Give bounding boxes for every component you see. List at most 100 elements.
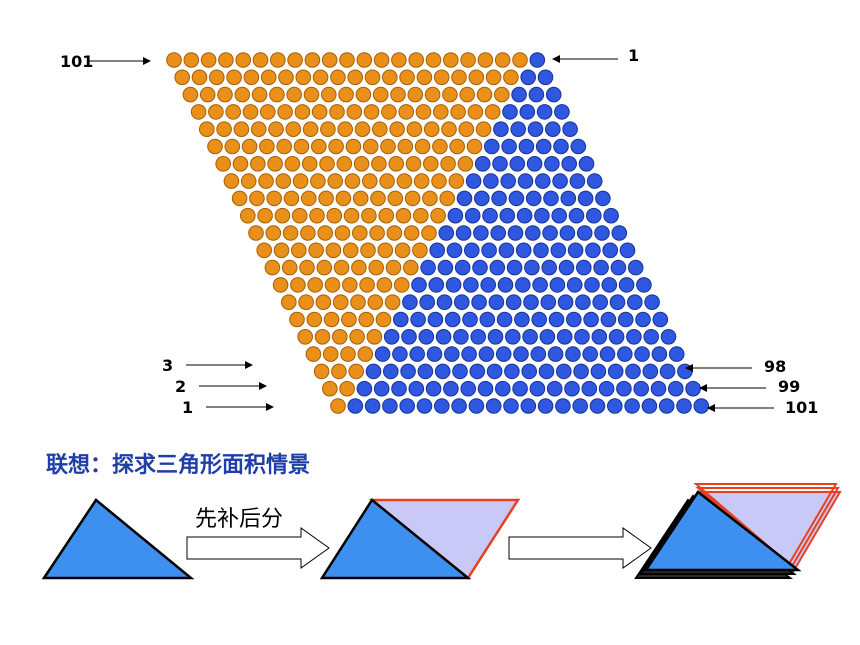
blue-dot [564,380,580,397]
blue-dot [454,259,471,276]
orange-dot [407,86,424,103]
blue-dot [365,363,382,380]
blue-dot [374,346,391,362]
blue-dot [401,329,417,345]
blue-dot [641,398,658,414]
orange-dot [298,294,314,311]
orange-dot [413,173,430,189]
orange-dot [442,86,458,103]
blue-dot [463,277,479,293]
orange-dot [250,121,267,137]
orange-dot [415,104,432,120]
blue-dot [485,398,502,414]
orange-dot [301,190,317,207]
blue-dot [570,138,587,155]
orange-dot [283,190,300,207]
orange-dot [476,86,493,103]
orange-dot [333,259,350,276]
blue-dot [411,277,427,293]
blue-dot [447,207,464,224]
blue-dot [451,398,467,414]
blue-dot [518,138,535,155]
blue-dot [557,294,574,311]
blue-dot [600,311,617,328]
blue-dot [558,259,575,276]
blue-dot [644,294,660,311]
orange-dot [243,69,260,86]
blue-dot [460,380,477,397]
orange-dot [352,190,369,207]
blue-dot [383,363,399,380]
orange-dot [371,156,387,172]
orange-dot [248,225,264,241]
blue-dot [668,346,685,362]
blue-dot [454,294,470,311]
blue-dot [545,86,562,103]
orange-dot [313,363,330,380]
blue-dot [497,277,514,293]
orange-dot [337,121,354,137]
orange-dot [430,207,446,224]
orange-dot [450,104,466,120]
orange-dot [260,69,277,86]
orange-dot [216,121,232,137]
blue-dot [481,242,497,259]
blue-dot [660,329,677,345]
orange-dot [284,156,301,172]
orange-dot [267,156,283,172]
orange-dot [344,173,361,189]
orange-dot [377,242,394,259]
orange-dot [240,173,257,189]
orange-dot [274,207,291,224]
blue-dot [472,259,488,276]
orange-dot [352,225,368,241]
blue-dot [434,398,450,414]
orange-dot [366,329,383,345]
orange-dot [403,225,420,241]
blue-dot [522,329,538,345]
orange-dot [182,86,199,103]
orange-dot [387,190,404,207]
blue-dot [525,225,541,241]
blue-dot [619,242,636,259]
blue-dot [418,329,435,345]
blue-dot [531,311,548,328]
orange-dot [316,259,333,276]
blue-dot [364,398,381,414]
orange-dot [207,138,223,155]
orange-dot [324,277,341,293]
orange-dot [285,121,302,137]
orange-dot [433,69,450,86]
orange-dot [338,86,354,103]
orange-dot [413,207,429,224]
orange-dot [199,121,215,137]
orange-dot [379,173,395,189]
orange-dot [494,86,510,103]
blue-dot [393,311,409,328]
blue-dot [677,363,693,380]
orange-dot [484,104,501,120]
blue-dot [517,173,534,189]
blue-dot [525,190,542,207]
blue-dot [584,277,600,293]
orange-dot [302,121,319,137]
orange-dot [347,69,364,86]
blue-dot [446,242,463,259]
blue-dot [636,277,652,293]
blue-dot [501,138,517,155]
orange-dot [460,52,476,68]
blue-dot [555,398,571,414]
label-row-2: 2 [175,377,186,396]
blue-dot [513,346,529,362]
orange-dot [353,156,370,172]
orange-dot [251,86,268,103]
orange-dot [215,156,231,172]
blue-dot [625,363,641,380]
blue-dot [609,294,626,311]
blue-dot [540,294,557,311]
blue-dot [565,346,581,362]
orange-dot [448,173,465,189]
orange-dot [431,173,447,189]
stack-top-layer-1 [693,483,838,566]
orange-dot [360,242,376,259]
